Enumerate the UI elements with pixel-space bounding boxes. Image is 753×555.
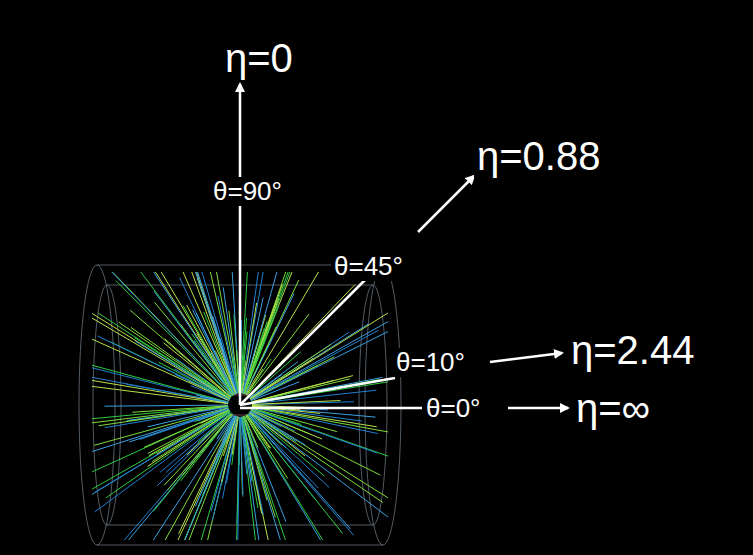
track-line	[242, 417, 258, 508]
track-line	[112, 272, 232, 396]
track-line	[249, 413, 329, 487]
track-line	[183, 272, 236, 394]
track-line	[119, 322, 230, 398]
track-line	[250, 362, 298, 398]
track-line	[212, 361, 233, 395]
track-line	[200, 396, 228, 402]
track-line	[216, 272, 238, 393]
track-line	[250, 411, 388, 498]
theta-label: θ=90°	[210, 177, 285, 206]
track-line	[196, 272, 237, 394]
track-line	[241, 417, 258, 540]
theta-label: θ=45°	[331, 252, 406, 281]
track-line	[94, 408, 228, 445]
track-line	[241, 272, 248, 393]
track-line	[248, 414, 351, 529]
track-line	[252, 407, 377, 427]
angle-lines	[240, 84, 568, 408]
track-line	[251, 410, 381, 475]
track-line	[160, 413, 231, 473]
track-line	[195, 416, 235, 506]
track-line	[250, 322, 388, 400]
track-line	[237, 417, 240, 540]
eta-label: η=0.88	[474, 134, 603, 178]
track-line	[196, 313, 235, 394]
track-line	[204, 380, 230, 398]
track-line	[92, 318, 230, 399]
track-line	[252, 407, 388, 432]
track-line	[92, 339, 229, 400]
track-line	[185, 416, 236, 540]
track-line	[245, 280, 299, 394]
track-line	[250, 412, 383, 503]
track-line	[167, 414, 232, 490]
track-line	[251, 357, 335, 400]
track-line	[95, 412, 231, 512]
track-line	[232, 272, 239, 393]
eta-label: η=0	[222, 36, 296, 80]
track-line	[196, 272, 236, 393]
track-line	[104, 405, 228, 406]
track-line	[251, 332, 388, 401]
track-line	[241, 318, 247, 393]
theta-label: θ=0°	[423, 394, 484, 423]
track-line	[116, 281, 232, 397]
track-line	[202, 272, 238, 393]
track-line	[252, 408, 388, 456]
track-line	[246, 272, 319, 394]
track-line	[165, 416, 235, 540]
track-line	[129, 415, 233, 540]
theta-label: θ=10°	[393, 348, 468, 377]
track-line	[251, 330, 379, 399]
track-line	[185, 416, 236, 540]
track-line	[185, 416, 236, 540]
track-line	[244, 272, 290, 394]
track-line	[92, 411, 230, 489]
track-line	[251, 410, 322, 439]
track-line	[246, 415, 260, 440]
eta-label: η=2.44	[568, 328, 697, 372]
track-line	[97, 336, 229, 400]
track-line	[140, 409, 229, 440]
track-line	[153, 416, 234, 540]
track-line	[124, 414, 232, 540]
track-line	[252, 379, 350, 402]
track-line	[245, 294, 294, 395]
eta-label: η=∞	[573, 386, 653, 430]
track-line	[238, 417, 240, 540]
track-line	[251, 409, 377, 453]
track-line	[92, 406, 228, 423]
track-line	[105, 407, 228, 428]
track-line	[153, 414, 232, 511]
track-line	[154, 272, 235, 394]
track-line	[187, 413, 231, 455]
track-line	[243, 417, 267, 501]
track-line	[249, 412, 305, 455]
track-line	[92, 380, 228, 403]
